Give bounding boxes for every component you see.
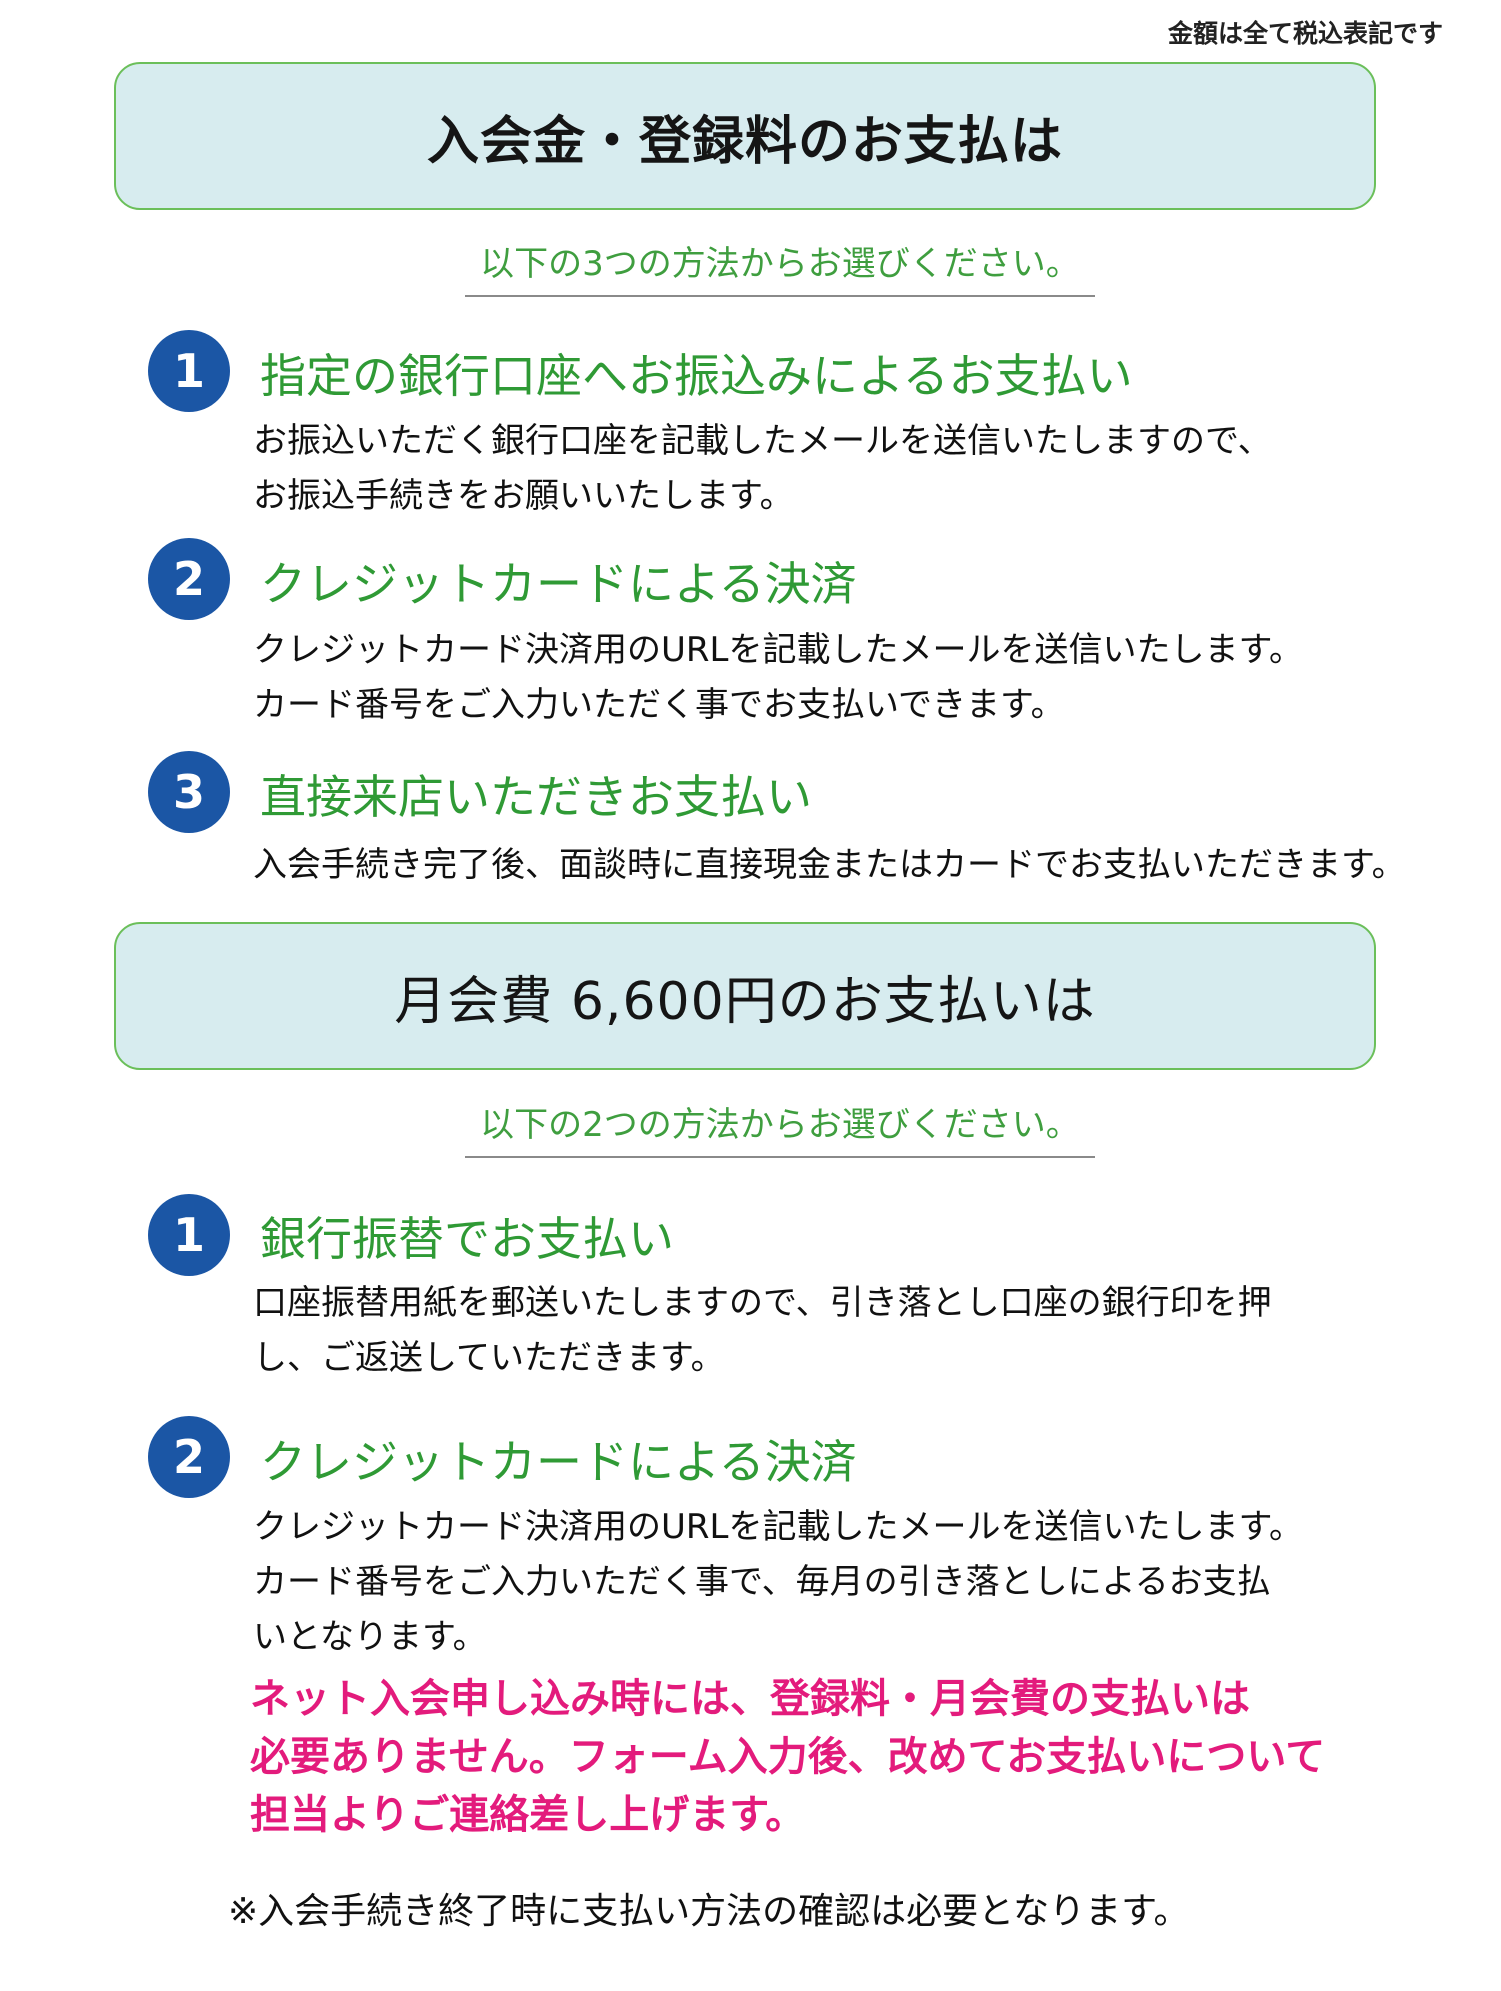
- method-description: 口座振替用紙を郵送いたしますので、引き落とし口座の銀行印を押 し、ご返送していた…: [253, 1276, 1272, 1386]
- description-line: クレジットカード決済用のURLを記載したメールを送信いたします。: [253, 1507, 1304, 1547]
- section-header-admission: 入会金・登録料のお支払は: [114, 62, 1376, 210]
- notice-line: 必要ありません。フォーム入力後、改めてお支払いについて: [250, 1734, 1326, 1780]
- method-description: お振込いただく銀行口座を記載したメールを送信いたしますので、 お振込手続きをお願…: [253, 414, 1272, 524]
- method-description: クレジットカード決済用のURLを記載したメールを送信いたします。 カード番号をご…: [253, 623, 1303, 733]
- method-title: 指定の銀行口座へお振込みによるお支払い: [260, 349, 1133, 403]
- section-title: 月会費 6,600円のお支払いは: [394, 971, 1096, 1032]
- number-badge: 2: [148, 1416, 230, 1498]
- number-badge: 1: [148, 1194, 230, 1276]
- description-line: いとなります。: [253, 1617, 487, 1657]
- footnote: ※入会手続き終了時に支払い方法の確認は必要となります。: [228, 1891, 1190, 1932]
- choose-instruction: 以下の3つの方法からお選びください。: [465, 236, 1095, 297]
- section-header-monthly-fee: 月会費 6,600円のお支払いは: [114, 922, 1376, 1070]
- method-title: 銀行振替でお支払い: [260, 1212, 674, 1266]
- number-badge: 2: [148, 538, 230, 620]
- number-badge: 1: [148, 330, 230, 412]
- description-line: 入会手続き完了後、面談時に直接現金またはカードでお支払いただきます。: [253, 845, 1406, 885]
- description-line: お振込手続きをお願いいたします。: [253, 476, 794, 516]
- online-signup-notice: ネット入会申し込み時には、登録料・月会費の支払いは 必要ありません。フォーム入力…: [250, 1670, 1325, 1844]
- description-line: カード番号をご入力いただく事でお支払いできます。: [253, 685, 1065, 725]
- section-title: 入会金・登録料のお支払は: [426, 111, 1063, 172]
- description-line: クレジットカード決済用のURLを記載したメールを送信いたします。: [253, 630, 1304, 670]
- description-line: お振込いただく銀行口座を記載したメールを送信いたしますので、: [253, 421, 1272, 461]
- tax-note: 金額は全て税込表記です: [1167, 19, 1443, 48]
- method-title: 直接来店いただきお支払い: [260, 770, 812, 824]
- number-badge: 3: [148, 751, 230, 833]
- method-title: クレジットカードによる決済: [260, 1435, 857, 1489]
- method-description: 入会手続き完了後、面談時に直接現金またはカードでお支払いただきます。: [253, 838, 1406, 893]
- notice-line: 担当よりご連絡差し上げます。: [250, 1792, 806, 1838]
- choose-instruction: 以下の2つの方法からお選びください。: [465, 1097, 1095, 1158]
- method-description: クレジットカード決済用のURLを記載したメールを送信いたします。 カード番号をご…: [253, 1500, 1303, 1665]
- description-line: し、ご返送していただきます。: [253, 1338, 725, 1378]
- method-title: クレジットカードによる決済: [260, 557, 857, 611]
- notice-line: ネット入会申し込み時には、登録料・月会費の支払いは: [250, 1676, 1250, 1722]
- description-line: 口座振替用紙を郵送いたしますので、引き落とし口座の銀行印を押: [253, 1283, 1272, 1323]
- description-line: カード番号をご入力いただく事で、毎月の引き落としによるお支払: [253, 1562, 1271, 1602]
